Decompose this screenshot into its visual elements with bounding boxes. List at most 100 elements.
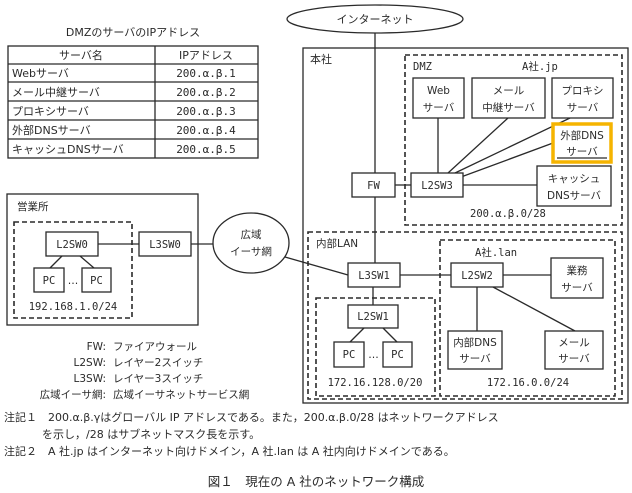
legend-desc: レイヤー2スイッチ (113, 357, 203, 369)
table-border (7, 45, 259, 159)
legend-abbr: 広域イーサ網: (40, 388, 106, 401)
headquarters-label: 本社 (310, 52, 332, 66)
svg-text:広域: 広域 (241, 228, 262, 241)
svg-text:FW: FW (367, 180, 380, 192)
svg-text:L2SW2: L2SW2 (461, 270, 493, 282)
cache-dns-server: キャッシュ DNSサーバ (536, 165, 612, 207)
l3sw1-switch: L3SW1 (347, 262, 401, 288)
connections (49, 33, 576, 343)
link-l2sw1-pc2 (382, 327, 398, 343)
svg-text:L3SW1: L3SW1 (358, 270, 390, 282)
table-caption: DMZのサーバのIPアドレス (66, 26, 200, 39)
svg-text:メール: メール (558, 337, 590, 349)
table-row: メール中継サーバ 200.α.β.2 (12, 85, 236, 99)
network-diagram: DMZのサーバのIPアドレス サーバ名 IPアドレス Webサーバ 200.α.… (6, 4, 629, 404)
internet-cloud: インターネット (286, 4, 464, 34)
external-dns-server: 外部DNS サーバ (551, 122, 613, 164)
svg-text:サーバ: サーバ (423, 102, 455, 114)
alan-subnet: 172.16.0.0/24 (487, 377, 569, 389)
table-cell-ip: 200.α.β.1 (176, 67, 236, 80)
note-2: 注記２ A 社.jp はインターネット向けドメイン，A 社.lan は A 社内… (4, 445, 455, 458)
svg-text:イーサ網: イーサ網 (230, 245, 272, 258)
firewall: FW (351, 172, 396, 198)
svg-text:PC: PC (391, 349, 404, 361)
link-l2sw3-proxy (454, 117, 571, 174)
link-l2sw3-extdns (460, 142, 554, 178)
pc-segment-zone: 172.16.128.0/20 (315, 297, 436, 397)
link-l2sw0-pc2 (79, 255, 95, 269)
branch-pc-2: PC (81, 267, 112, 293)
svg-text:業務: 業務 (567, 264, 588, 277)
legend-desc: 広域イーサネットサービス網 (113, 388, 249, 401)
hq-pc-1: PC (333, 341, 365, 368)
business-server: 業務 サーバ (550, 257, 604, 299)
svg-text:PC: PC (90, 275, 103, 287)
table-cell-name: メール中継サーバ (12, 85, 100, 99)
l3sw0-switch: L3SW0 (138, 231, 192, 257)
table-cell-name: キャッシュDNSサーバ (12, 143, 124, 156)
link-l2sw3-mailrelay (447, 117, 509, 174)
link-l2sw1-pc1 (349, 327, 365, 343)
pc-ellipsis: … (68, 275, 79, 287)
dmz-zone: DMZ A社.jp 200.α.β.0/28 (404, 54, 623, 226)
legend-abbr: L2SW: (74, 357, 107, 369)
table-row: 外部DNSサーバ 200.α.β.4 (12, 123, 236, 137)
pc-ellipsis: … (368, 349, 379, 361)
link-l2sw2-mail (492, 286, 576, 332)
figure-caption: 図１ 現在の A 社のネットワーク構成 (207, 474, 425, 489)
table-cell-name: 外部DNSサーバ (12, 123, 91, 137)
l2sw2-switch: L2SW2 (450, 262, 504, 288)
svg-text:L3SW0: L3SW0 (149, 239, 181, 251)
svg-text:インターネット: インターネット (337, 13, 414, 26)
svg-text:キャッシュ: キャッシュ (548, 173, 601, 185)
svg-text:Web: Web (427, 85, 450, 97)
link-l2sw0-pc1 (49, 255, 63, 269)
internal-dns-server: 内部DNS サーバ (447, 330, 503, 370)
table-header-name: サーバ名 (59, 48, 103, 62)
svg-text:L2SW1: L2SW1 (357, 311, 389, 323)
svg-text:DNSサーバ: DNSサーバ (547, 190, 601, 202)
pc-segment-subnet: 172.16.128.0/20 (328, 377, 423, 389)
hq-pc-2: PC (382, 341, 413, 368)
svg-text:サーバ: サーバ (561, 282, 593, 294)
branch-subnet: 192.168.1.0/24 (29, 301, 118, 313)
table-cell-ip: 200.α.β.5 (176, 143, 236, 156)
svg-text:L2SW3: L2SW3 (421, 180, 453, 192)
legend-desc: ファイアウォール (113, 341, 197, 353)
branch-label: 営業所 (17, 200, 49, 213)
table-row: プロキシサーバ 200.α.β.3 (12, 105, 236, 118)
link-wan-l3sw1 (284, 256, 349, 276)
dmz-subnet: 200.α.β.0/28 (470, 208, 546, 220)
note-1-line-1: 注記１ 200.α.β.γはグローバル IP アドレスである。また，200.α.… (4, 411, 499, 424)
table-cell-ip: 200.α.β.3 (176, 105, 236, 118)
l2sw0-switch: L2SW0 (45, 231, 99, 257)
table-cell-ip: 200.α.β.2 (176, 86, 236, 99)
svg-text:サーバ: サーバ (459, 353, 491, 365)
branch-pc-1: PC (33, 267, 65, 293)
svg-text:外部DNS: 外部DNS (560, 129, 604, 142)
svg-text:中継サーバ: 中継サーバ (482, 101, 535, 114)
legend-desc: レイヤー3スイッチ (113, 373, 203, 385)
svg-text:サーバ: サーバ (566, 146, 598, 158)
svg-text:プロキシ: プロキシ (562, 85, 604, 97)
dmz-ip-table: DMZのサーバのIPアドレス サーバ名 IPアドレス Webサーバ 200.α.… (7, 26, 259, 159)
alan-domain: A社.lan (475, 246, 517, 259)
branch-office: 営業所 192.168.1.0/24 (6, 193, 199, 326)
l2sw1-switch: L2SW1 (347, 304, 399, 329)
table-row: Webサーバ 200.α.β.1 (12, 67, 236, 80)
highlight-frame (551, 122, 613, 164)
dmz-domain: A社.jp (522, 60, 558, 73)
internal-lan-label: 内部LAN (316, 237, 358, 250)
svg-text:メール: メール (493, 85, 525, 97)
abbreviation-legend: FW: ファイアウォール L2SW: レイヤー2スイッチ L3SW: レイヤー3… (40, 341, 250, 401)
legend-abbr: FW: (87, 341, 106, 353)
table-cell-name: プロキシサーバ (12, 105, 89, 118)
web-server: Web サーバ (412, 77, 465, 119)
proxy-server: プロキシ サーバ (551, 77, 614, 119)
svg-text:サーバ: サーバ (567, 102, 599, 114)
table-cell-ip: 200.α.β.4 (176, 124, 236, 137)
svg-text:内部DNS: 内部DNS (453, 336, 497, 349)
svg-text:サーバ: サーバ (558, 353, 590, 365)
mail-relay-server: メール 中継サーバ (471, 77, 546, 119)
internal-lan-zone: 内部LAN (307, 231, 623, 400)
